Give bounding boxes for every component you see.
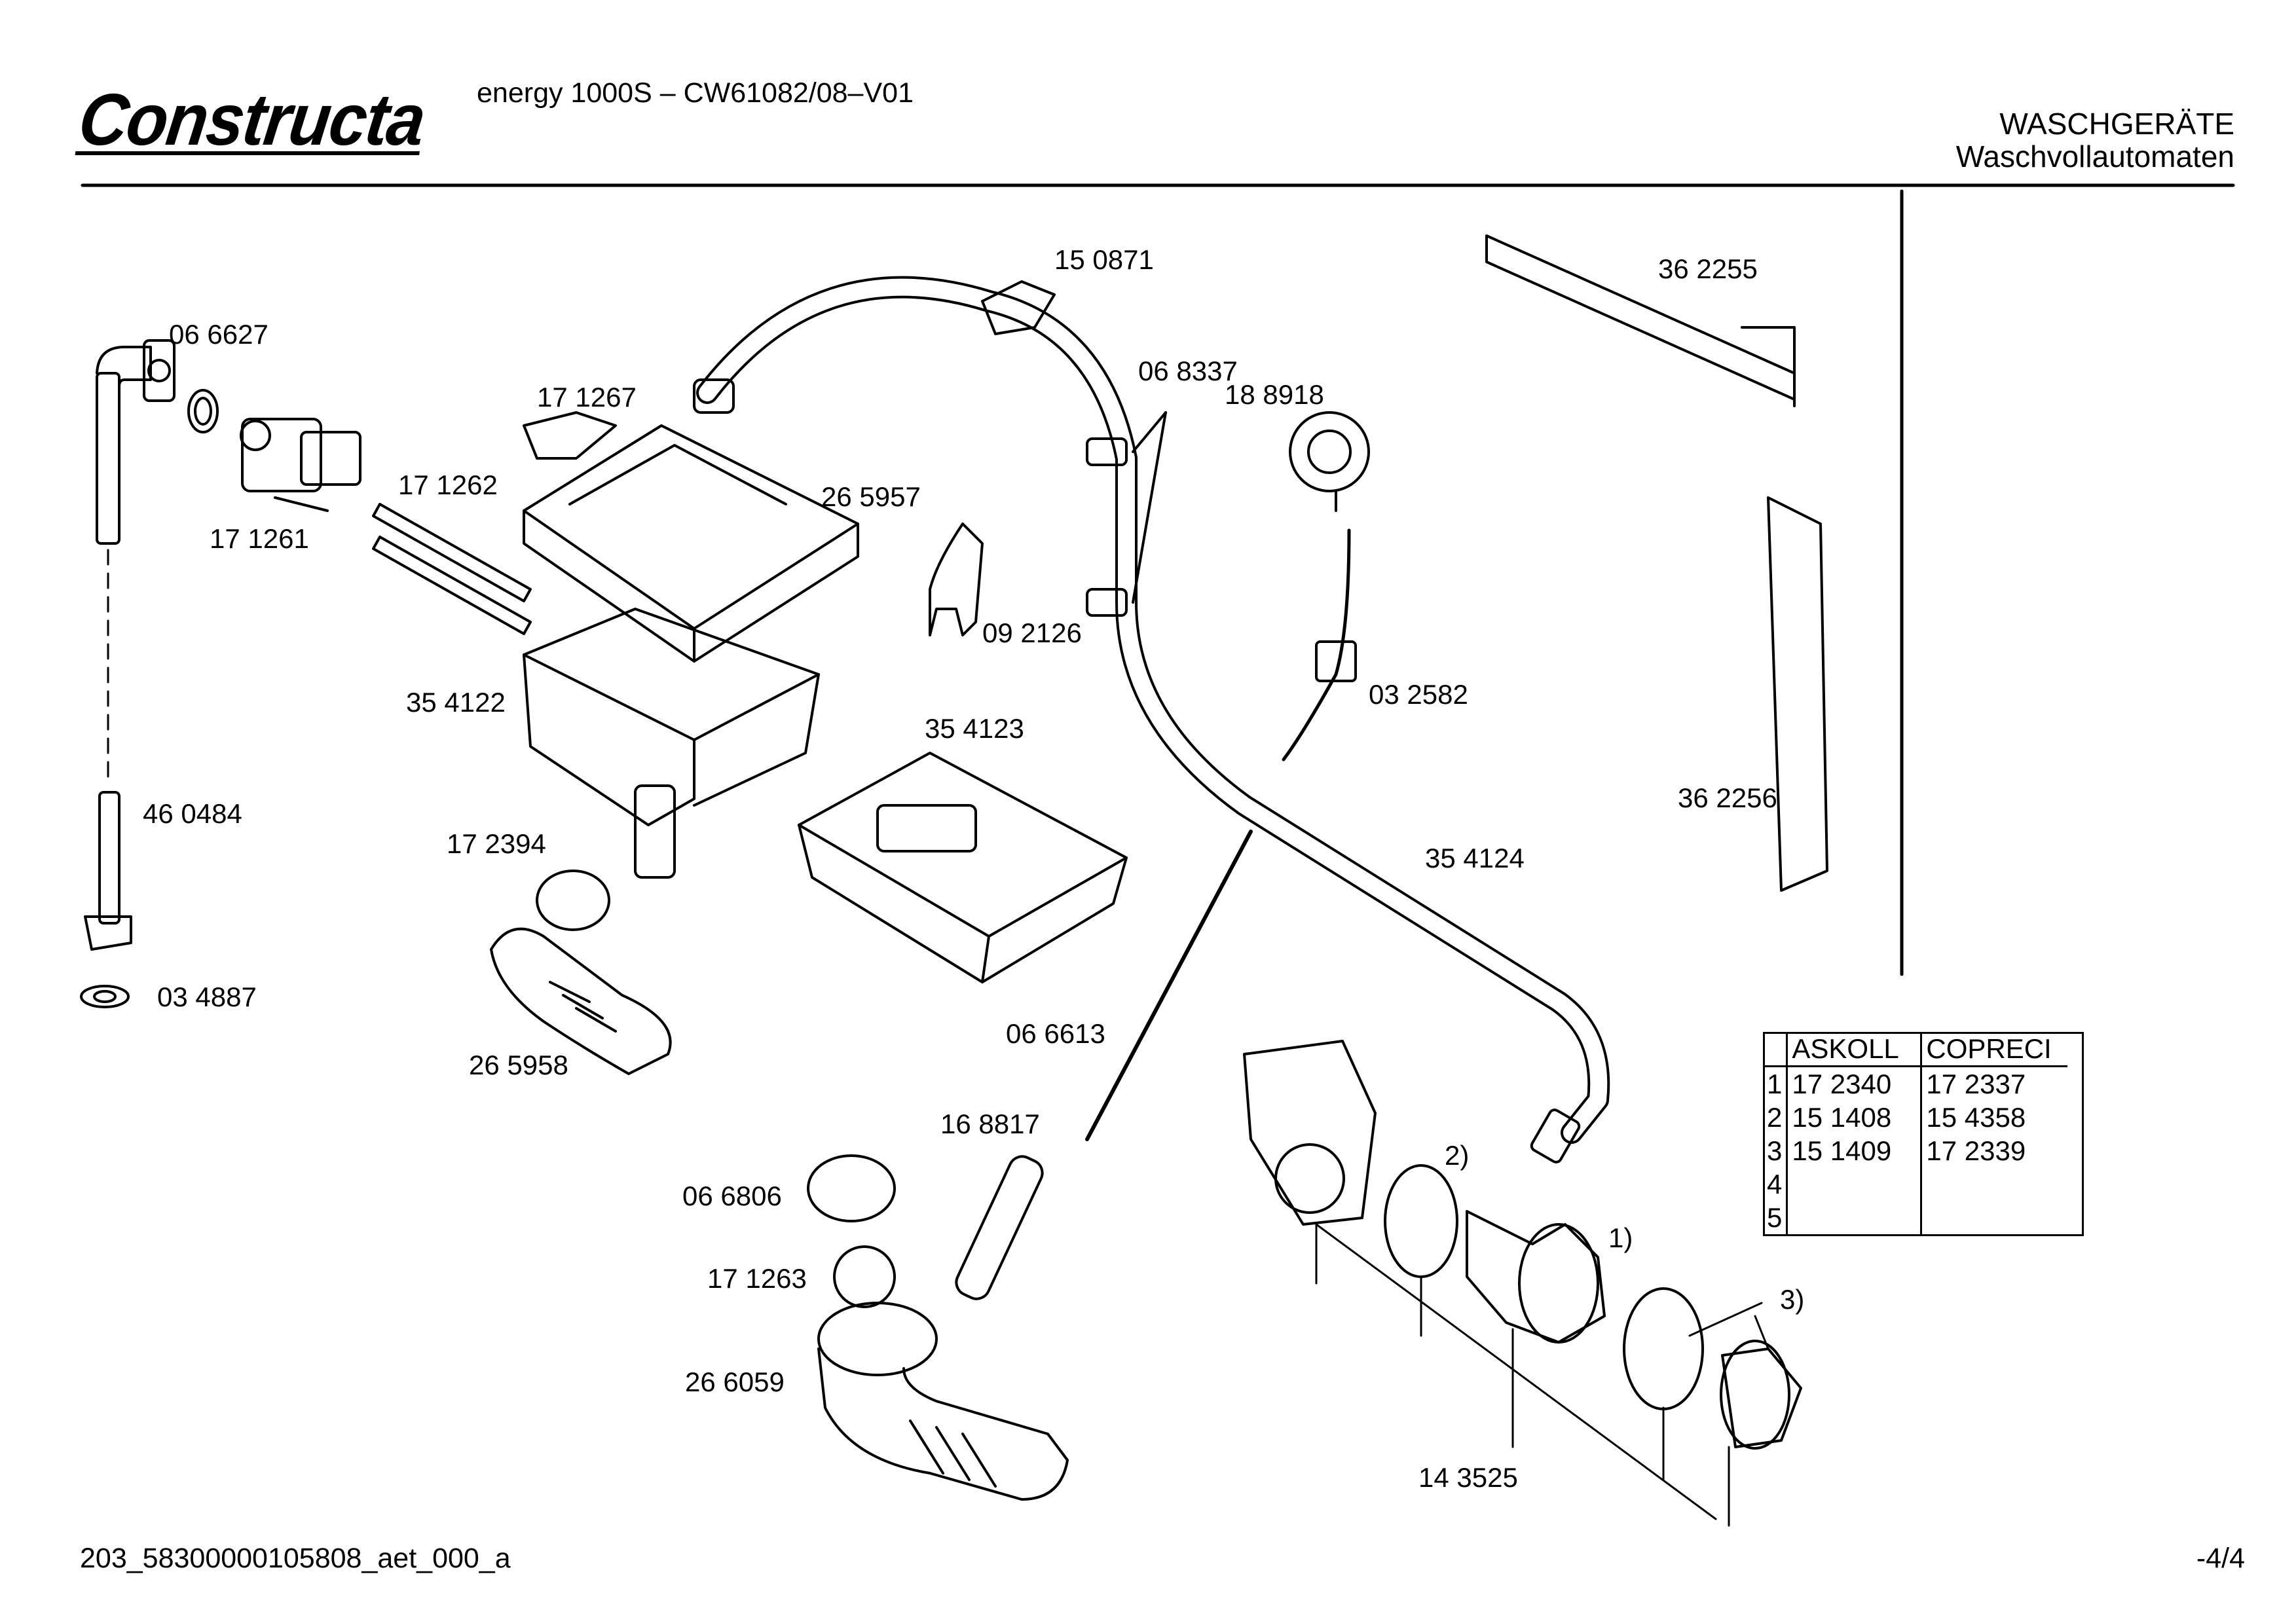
part-label-188918: 18 8918: [1225, 379, 1324, 410]
row-index: 5: [1763, 1201, 1788, 1234]
part-label-460484: 46 0484: [143, 798, 242, 829]
seal-066627-shape: [187, 389, 219, 433]
part-label-354122: 35 4122: [406, 687, 506, 718]
variant-table: ASKOLL COPRECI 1 17 2340 17 2337 2 15 14…: [1763, 1032, 2068, 1234]
row-index: 4: [1763, 1167, 1788, 1201]
table-row: 5: [1763, 1201, 2067, 1234]
part-label-354123: 35 4123: [925, 713, 1024, 744]
fork-092126-shape: [929, 522, 984, 636]
copreci-cell: 15 4358: [1926, 1102, 2026, 1133]
table-row: 1 17 2340 17 2337: [1763, 1066, 2067, 1101]
part-label-032582: 03 2582: [1369, 679, 1468, 710]
askoll-cell: [1787, 1167, 1923, 1201]
part-label-171261: 17 1261: [210, 523, 309, 554]
row-index: 2: [1763, 1101, 1788, 1134]
askoll-cell: 15 1408: [1787, 1101, 1923, 1134]
clip-171267-shape: [523, 411, 617, 460]
header-cell-askoll: ASKOLL: [1787, 1032, 1923, 1067]
row-index: 1: [1763, 1066, 1788, 1101]
rail-362256-shape: [1767, 496, 1828, 892]
part-label-066613: 06 6613: [1006, 1018, 1105, 1049]
part-label-354124: 35 4124: [1425, 843, 1525, 873]
callout-3: 3): [1780, 1284, 1805, 1315]
hoses-171262-shape: [372, 503, 532, 635]
clamp-068337-a-shape: [1086, 437, 1128, 466]
bellows-265958-shape: [490, 870, 672, 1075]
page-number: -4/4: [2196, 1543, 2245, 1574]
part-label-265957: 26 5957: [821, 481, 921, 512]
drain-hose-shape: [84, 339, 176, 951]
dispenser-housing-shape: [523, 608, 820, 879]
part-label-143525: 14 3525: [1418, 1462, 1518, 1493]
dispenser-lid-shape: [523, 424, 859, 663]
part-label-092126: 09 2126: [982, 617, 1082, 648]
part-label-171267: 17 1267: [537, 382, 637, 412]
part-label-171262: 17 1262: [398, 469, 498, 500]
part-label-066627: 06 6627: [169, 319, 268, 350]
part-label-362255: 36 2255: [1658, 253, 1758, 284]
clamp-068337-b-shape: [1086, 588, 1128, 617]
pressure-switch-shape: [1289, 411, 1370, 512]
table-row: 3 15 1409 17 2339: [1763, 1134, 2067, 1167]
leader-lines: [1315, 1223, 1769, 1527]
callout-1: 1): [1608, 1222, 1633, 1253]
drain-pump-shape: [1243, 1040, 1802, 1450]
table-row: 2 15 1408 15 4358: [1763, 1101, 2067, 1134]
table-row: 4: [1763, 1167, 2067, 1201]
part-label-265958: 26 5958: [469, 1050, 568, 1080]
subcategory-title: Waschvollautomaten: [1955, 139, 2234, 174]
part-label-068337: 06 8337: [1138, 356, 1238, 386]
model-title: energy 1000S – CW61082/08–V01: [477, 77, 914, 109]
askoll-cell: 17 2340: [1787, 1066, 1923, 1101]
part-label-150871: 15 0871: [1054, 244, 1154, 275]
askoll-cell: [1787, 1201, 1923, 1234]
copreci-cell: 17 2337: [1926, 1069, 2026, 1099]
askoll-cell: 15 1409: [1787, 1134, 1923, 1167]
header-cell-index: [1763, 1032, 1788, 1067]
foot-034887-shape: [80, 985, 130, 1008]
callout-2: 2): [1445, 1140, 1470, 1171]
holder-032582-shape: [1315, 640, 1357, 682]
bracket-150871-shape: [981, 280, 1056, 335]
copreci-cell: [1921, 1167, 2068, 1201]
inlet-valve-shape: [240, 418, 361, 512]
part-label-066806: 06 6806: [682, 1181, 782, 1211]
part-label-172394: 17 2394: [447, 828, 546, 859]
part-label-171263: 17 1263: [707, 1263, 807, 1294]
part-label-266059: 26 6059: [685, 1366, 785, 1397]
part-label-362256: 36 2256: [1678, 782, 1777, 813]
dispenser-drawer-shape: [798, 752, 1128, 983]
seal-171263-shape: [833, 1245, 896, 1308]
header-cell-copreci: COPRECI: [1921, 1032, 2068, 1067]
clamp-066806-shape: [807, 1154, 896, 1222]
sensor-168817-shape: [955, 1155, 1044, 1300]
category-title: WASCHGERÄTE: [1999, 107, 2234, 141]
variant-table-header: ASKOLL COPRECI: [1763, 1032, 2068, 1067]
row-index: 3: [1763, 1134, 1788, 1167]
copreci-cell: [1921, 1201, 2068, 1234]
sump-hose-shape: [817, 1302, 1069, 1501]
part-label-168817: 16 8817: [940, 1108, 1040, 1139]
document-id: 203_58300000105808_aet_000_a: [80, 1543, 511, 1574]
pressure-hose-shape: [1282, 528, 1351, 761]
copreci-cell: 17 2339: [1926, 1135, 2026, 1166]
part-label-034887: 03 4887: [157, 981, 257, 1012]
tube-066613-shape: [1085, 830, 1253, 1141]
